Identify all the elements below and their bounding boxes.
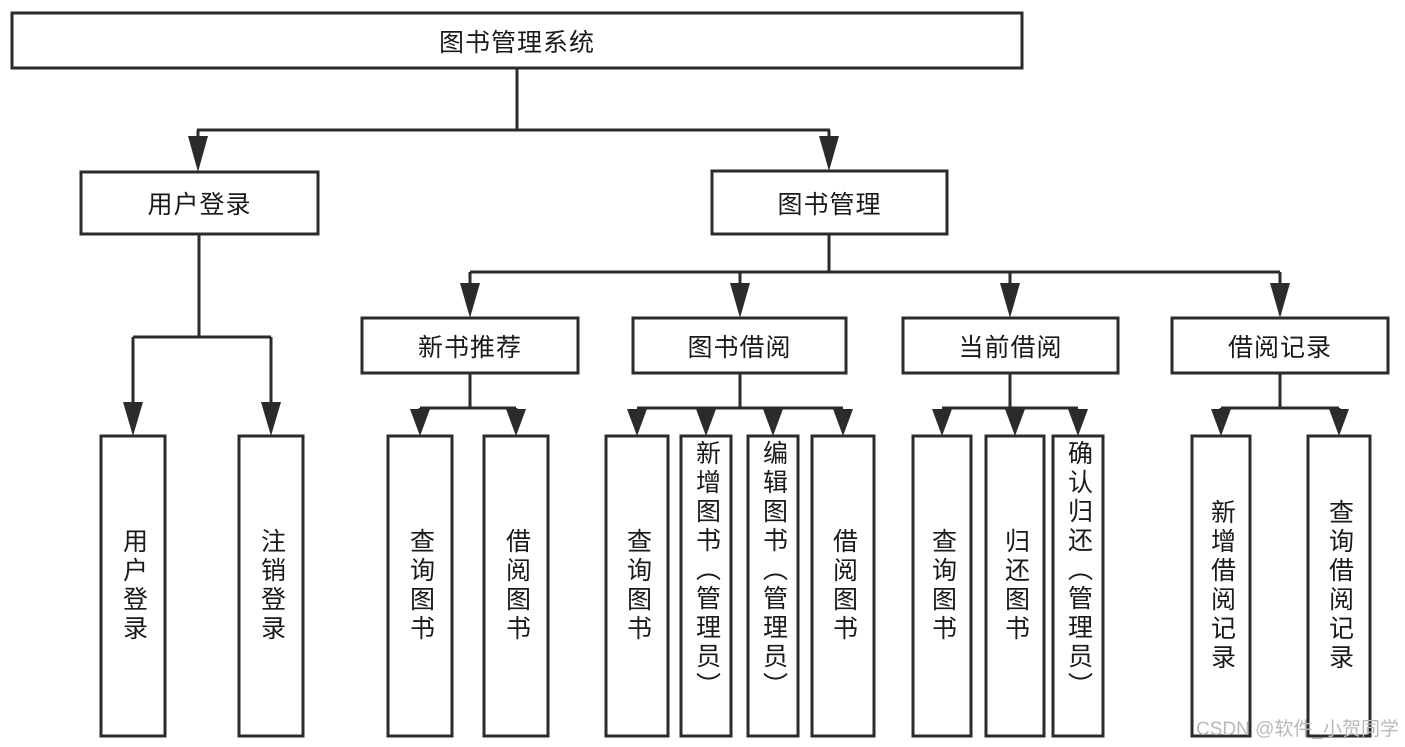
node-box-root[interactable] xyxy=(10,11,1024,70)
arrow-head-return-book xyxy=(1005,409,1025,436)
connector-group-borrow-record xyxy=(1211,373,1349,436)
arrow-head-add-book xyxy=(696,409,716,436)
arrow-head-query-borrow-record xyxy=(1329,409,1349,436)
arrow-head-confirm-return xyxy=(1068,409,1088,436)
arrow-head-book-borrow xyxy=(730,283,750,318)
arrow-head-current-borrow xyxy=(1000,283,1020,318)
arrow-head-borrow-book-2 xyxy=(833,409,853,436)
node-box-leaf-query-book-3[interactable] xyxy=(911,434,973,738)
node-box-borrow-record[interactable] xyxy=(1170,316,1390,375)
node-box-leaf-return-book[interactable] xyxy=(984,434,1046,738)
connector-group-new-book-rec xyxy=(410,373,526,436)
node-box-book-borrow[interactable] xyxy=(631,316,848,375)
arrow-head-book-manage xyxy=(819,136,839,171)
connector-group-current-borrow xyxy=(932,373,1088,436)
connector-group-book-borrow xyxy=(627,373,853,436)
node-box-leaf-query-book-2[interactable] xyxy=(604,434,670,738)
node-box-leaf-borrow-book-2[interactable] xyxy=(810,434,876,738)
node-box-user-login[interactable] xyxy=(79,170,320,236)
node-box-leaf-query-borrow-record[interactable] xyxy=(1306,434,1372,738)
connector-group-user-login xyxy=(123,234,281,436)
node-box-book-manage[interactable] xyxy=(710,169,949,236)
arrow-head-leaf-user-login xyxy=(123,402,143,436)
node-box-current-borrow[interactable] xyxy=(901,316,1120,375)
arrow-head-query-book-2 xyxy=(627,409,647,436)
arrow-head-add-borrow-record xyxy=(1211,409,1231,436)
connector-group-book-manage xyxy=(460,234,1290,318)
arrow-head-new-book-rec xyxy=(460,283,480,318)
node-box-leaf-logout[interactable] xyxy=(237,434,305,738)
arrow-head-edit-book xyxy=(763,409,783,436)
node-box-leaf-user-login[interactable] xyxy=(99,434,167,738)
arrow-head-borrow-record xyxy=(1270,283,1290,318)
node-box-leaf-add-borrow-record[interactable] xyxy=(1190,434,1252,738)
connector-group-root xyxy=(188,68,839,172)
node-box-new-book-rec[interactable] xyxy=(360,316,580,375)
arrow-head-query-book-1 xyxy=(410,409,430,436)
arrow-head-query-book-3 xyxy=(932,409,952,436)
node-box-leaf-query-book-1[interactable] xyxy=(386,434,454,738)
node-box-leaf-borrow-book-1[interactable] xyxy=(482,434,550,738)
arrow-head-user-login xyxy=(188,136,208,172)
node-box-leaf-confirm-return[interactable] xyxy=(1051,434,1105,738)
node-box-leaf-add-book[interactable] xyxy=(679,434,733,738)
arrow-head-borrow-book-1 xyxy=(506,409,526,436)
arrow-head-leaf-logout xyxy=(261,402,281,436)
node-box-leaf-edit-book[interactable] xyxy=(746,434,800,738)
